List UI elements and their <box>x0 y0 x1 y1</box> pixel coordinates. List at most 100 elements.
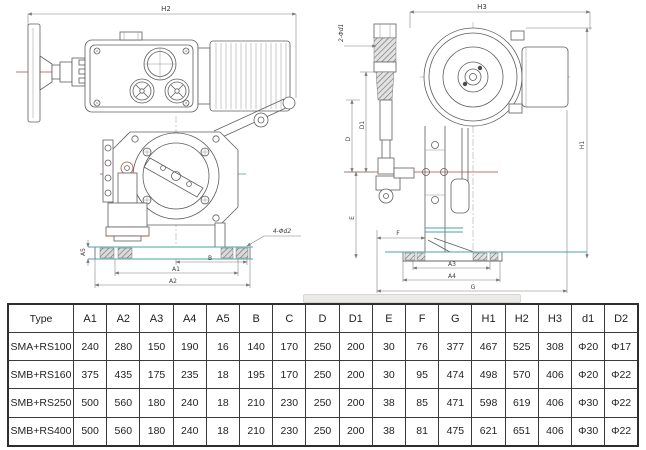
value-cell: 467 <box>471 331 506 362</box>
dim-label-f: F <box>396 230 400 237</box>
front-view-drawing: H2 <box>16 5 301 288</box>
column-header: G <box>438 303 473 333</box>
value-cell: 38 <box>371 416 407 447</box>
value-cell: 250 <box>305 331 340 362</box>
value-cell: 406 <box>537 360 573 390</box>
motor <box>197 40 291 112</box>
value-cell: 500 <box>72 388 108 418</box>
dim-bottom: B A1 A2 <box>94 255 251 288</box>
value-cell: 200 <box>338 360 373 390</box>
value-cell: 570 <box>504 360 539 390</box>
output-column <box>105 172 150 242</box>
column-header: D <box>305 303 340 333</box>
value-cell: 76 <box>405 331 440 362</box>
dim-label-a3: A3 <box>448 261 456 268</box>
side-bolt-strip <box>102 139 114 203</box>
value-cell: 85 <box>405 388 440 418</box>
value-cell: Φ20 <box>571 331 606 362</box>
value-cell: 250 <box>305 416 340 447</box>
value-cell: 308 <box>537 331 573 362</box>
dim-label-d: D <box>345 136 352 141</box>
value-cell: 230 <box>272 416 307 447</box>
type-cell: SMA+RS100 <box>7 331 74 362</box>
value-cell: 18 <box>205 360 241 390</box>
value-cell: 240 <box>172 388 207 418</box>
value-cell: 240 <box>72 331 108 362</box>
dim-label-g: G <box>471 284 476 291</box>
column-header: D1 <box>338 303 373 333</box>
dim-label-h1: H1 <box>579 141 586 150</box>
base-plate <box>88 246 253 260</box>
value-cell: 471 <box>438 388 473 418</box>
column-header: E <box>371 303 407 333</box>
dim-label-b: B <box>208 255 212 262</box>
column-header: B <box>239 303 274 333</box>
value-cell: 250 <box>305 388 340 418</box>
column-header: A2 <box>106 303 141 333</box>
base-plate-side <box>385 251 587 262</box>
value-cell: 30 <box>371 360 407 390</box>
gray-strip <box>303 294 521 303</box>
value-cell: Φ22 <box>604 388 639 418</box>
handwheel-face <box>423 27 523 127</box>
dim-h1: H1 <box>526 27 592 259</box>
type-cell: SMB+RS160 <box>7 360 74 390</box>
value-cell: 235 <box>172 360 207 390</box>
value-cell: 16 <box>205 331 241 362</box>
column-header: A3 <box>139 303 174 333</box>
value-cell: Φ22 <box>604 360 639 390</box>
value-cell: 18 <box>205 388 241 418</box>
value-cell: 375 <box>72 360 108 390</box>
dim-label-e: E <box>349 216 356 220</box>
value-cell: 140 <box>239 331 274 362</box>
column-header: C <box>272 303 307 333</box>
value-cell: Φ22 <box>604 416 639 447</box>
value-cell: 30 <box>371 331 407 362</box>
value-cell: 475 <box>438 416 473 447</box>
column-header: H3 <box>537 303 573 333</box>
column-header: Type <box>7 303 74 333</box>
dim-label-h2: H2 <box>161 5 171 13</box>
value-cell: 200 <box>338 331 373 362</box>
callout-label-2d1: 2-Φd1 <box>338 24 345 42</box>
motor-side <box>508 30 569 114</box>
value-cell: 38 <box>371 388 407 418</box>
value-cell: 180 <box>139 416 174 447</box>
value-cell: 498 <box>471 360 506 390</box>
column-header: F <box>405 303 440 333</box>
dim-label-a5: A5 <box>80 248 87 256</box>
dim-h3: H3 <box>409 3 591 30</box>
value-cell: 619 <box>504 388 539 418</box>
callout-label-4d2: 4-Φd2 <box>273 228 292 235</box>
column-header: H1 <box>471 303 506 333</box>
value-cell: 500 <box>72 416 108 447</box>
column-header: A1 <box>72 303 108 333</box>
dim-h2: H2 <box>27 5 297 98</box>
value-cell: 170 <box>272 360 307 390</box>
value-cell: 190 <box>172 331 207 362</box>
column-header: A4 <box>172 303 207 333</box>
value-cell: 621 <box>471 416 506 447</box>
value-cell: 175 <box>139 360 174 390</box>
corner-screws <box>93 47 190 107</box>
callout-shaft-holes: 2-Φd1 <box>338 24 377 48</box>
value-cell: 250 <box>305 360 340 390</box>
value-cell: 195 <box>239 360 274 390</box>
value-cell: Φ30 <box>571 388 606 418</box>
dim-a5: A5 <box>80 240 90 266</box>
yoke-column <box>422 126 475 253</box>
value-cell: 180 <box>139 388 174 418</box>
dim-label-a4: A4 <box>448 273 456 280</box>
value-cell: 598 <box>471 388 506 418</box>
column-header: D2 <box>604 303 639 333</box>
value-cell: 170 <box>272 331 307 362</box>
value-cell: 435 <box>106 360 141 390</box>
value-cell: 18 <box>205 416 241 447</box>
butterfly-disc <box>143 157 204 198</box>
type-cell: SMB+RS250 <box>7 388 74 418</box>
value-cell: 81 <box>405 416 440 447</box>
